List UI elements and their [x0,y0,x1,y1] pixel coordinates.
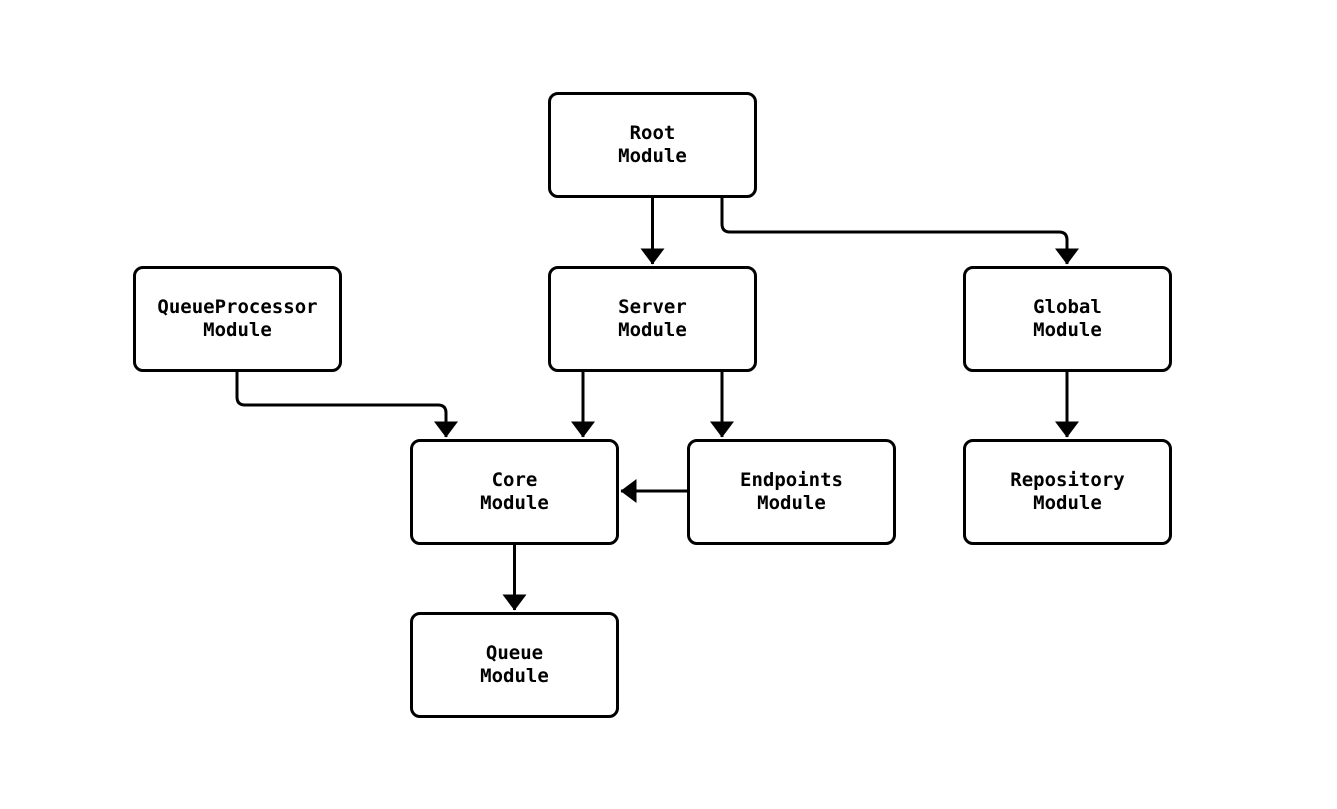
node-repository-module-label: Repository Module [1010,469,1125,514]
edge-root-to-global [720,198,1079,265]
node-root-module-label: Root Module [618,122,687,167]
node-queueprocessor-module: QueueProcessor Module [133,266,342,372]
node-core-module: Core Module [410,439,619,545]
node-core-module-label: Core Module [480,469,549,514]
node-queueprocessor-module-label: QueueProcessor Module [157,296,318,341]
node-server-module: Server Module [548,266,757,372]
edge-queueprocessor-to-core [235,372,458,438]
node-repository-module: Repository Module [963,439,1172,545]
node-queue-module-label: Queue Module [480,642,549,687]
node-endpoints-module-label: Endpoints Module [740,469,843,514]
node-global-module-label: Global Module [1033,296,1102,341]
node-root-module: Root Module [548,92,757,198]
node-endpoints-module: Endpoints Module [687,439,896,545]
node-global-module: Global Module [963,266,1172,372]
node-server-module-label: Server Module [618,296,687,341]
node-queue-module: Queue Module [410,612,619,718]
